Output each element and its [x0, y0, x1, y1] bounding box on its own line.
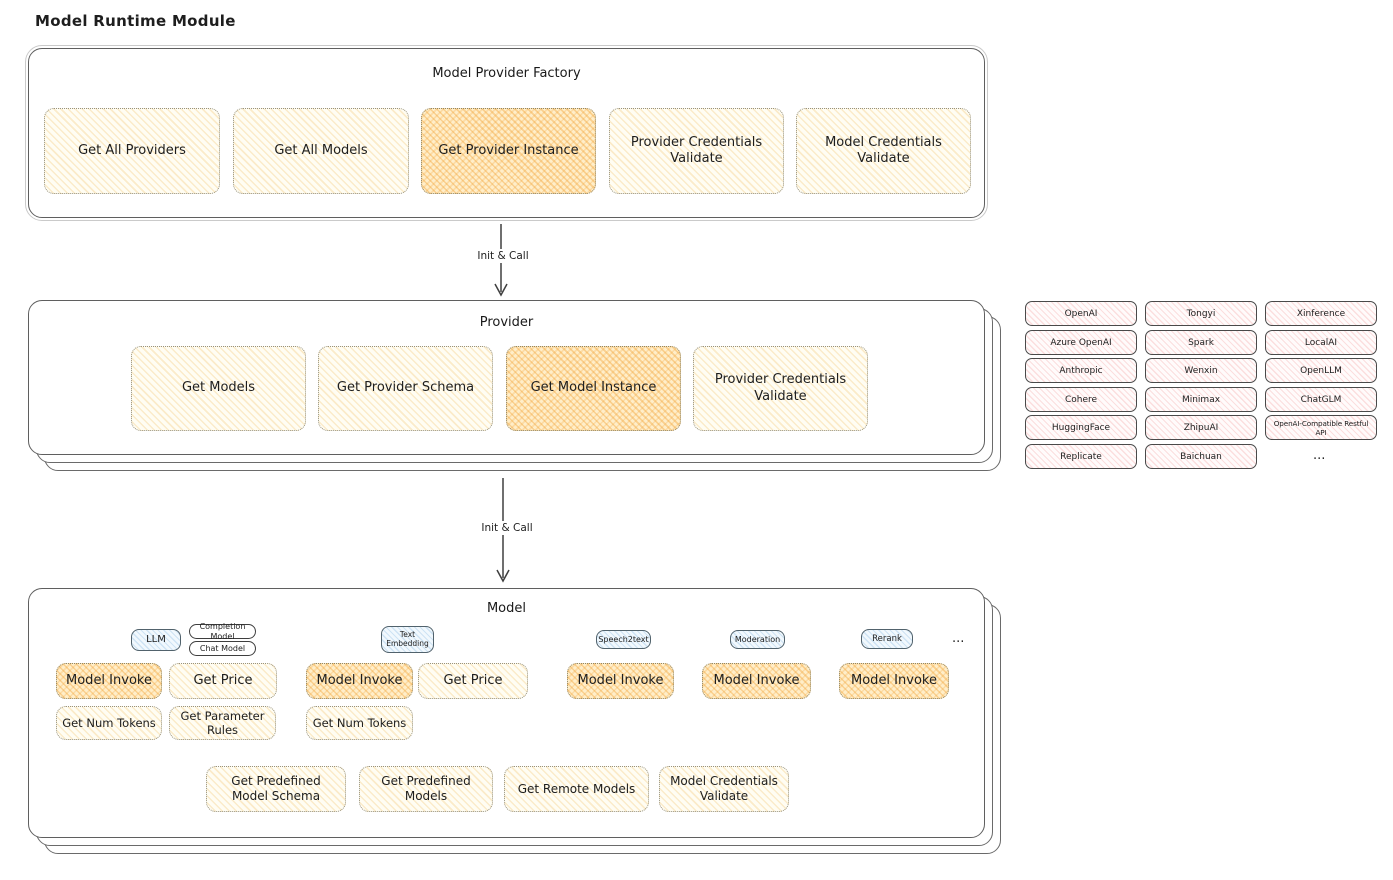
node-get-provider-schema: Get Provider Schema — [318, 346, 493, 431]
provider-chip-azure-openai: Azure OpenAI — [1025, 330, 1137, 355]
node-embedding-model-invoke: Model Invoke — [306, 663, 413, 699]
node-llm-get-parameter-rules: Get Parameter Rules — [169, 706, 276, 740]
provider-chip-openai: OpenAI — [1025, 301, 1137, 326]
provider-chip-anthropic: Anthropic — [1025, 358, 1137, 383]
model-box: Model LLM Completion Model Chat Model Te… — [28, 588, 985, 838]
node-get-remote-models: Get Remote Models — [504, 766, 649, 812]
provider-chip-zhipuai: ZhipuAI — [1145, 415, 1257, 440]
node-llm-model-invoke: Model Invoke — [56, 663, 162, 699]
node-get-model-instance: Get Model Instance — [506, 346, 681, 431]
provider-chip-baichuan: Baichuan — [1145, 444, 1257, 469]
pill-chat-model: Chat Model — [189, 641, 256, 656]
node-provider-credentials-validate: Provider Credentials Validate — [609, 108, 784, 194]
node-get-all-models: Get All Models — [233, 108, 409, 194]
node-llm-get-num-tokens: Get Num Tokens — [56, 706, 162, 740]
provider-chip-replicate: Replicate — [1025, 444, 1137, 469]
model-title: Model — [486, 601, 527, 616]
provider-chip-spark: Spark — [1145, 330, 1257, 355]
provider-chip-minimax: Minimax — [1145, 387, 1257, 412]
page-title: Model Runtime Module — [35, 12, 236, 30]
node-get-all-providers: Get All Providers — [44, 108, 220, 194]
node-embedding-get-num-tokens: Get Num Tokens — [306, 706, 413, 740]
provider-title: Provider — [479, 315, 534, 330]
node-model-credentials-validate-2: Model Credentials Validate — [659, 766, 789, 812]
providers-more-ellipsis: ... — [1313, 448, 1326, 463]
model-types-more-ellipsis: ... — [952, 631, 965, 646]
pill-text-embedding: Text Embedding — [381, 626, 434, 653]
provider-chip-chatglm: ChatGLM — [1265, 387, 1377, 412]
provider-chip-wenxin: Wenxin — [1145, 358, 1257, 383]
node-model-credentials-validate: Model Credentials Validate — [796, 108, 971, 194]
node-rerank-model-invoke: Model Invoke — [839, 663, 949, 699]
node-speech2text-model-invoke: Model Invoke — [567, 663, 674, 699]
node-get-models: Get Models — [131, 346, 306, 431]
arrow2-label: Init & Call — [470, 521, 544, 535]
provider-chip-huggingface: HuggingFace — [1025, 415, 1137, 440]
pill-completion-model: Completion Model — [189, 622, 256, 641]
model-provider-factory-box: Model Provider Factory Get All Providers… — [24, 44, 989, 222]
node-get-provider-instance: Get Provider Instance — [421, 108, 596, 194]
provider-chip-cohere: Cohere — [1025, 387, 1137, 412]
pill-llm: LLM — [131, 629, 181, 651]
provider-chip-localai: LocalAI — [1265, 330, 1377, 355]
node-llm-get-price: Get Price — [169, 663, 277, 699]
factory-title: Model Provider Factory — [432, 66, 581, 81]
pill-moderation: Moderation — [730, 630, 785, 649]
provider-box: Provider Get Models Get Provider Schema … — [28, 300, 985, 455]
provider-chip-openai-compatible: OpenAI-Compatible Restful API — [1265, 415, 1377, 440]
pill-rerank: Rerank — [861, 629, 913, 649]
arrow1-label: Init & Call — [466, 249, 540, 263]
node-get-predefined-models: Get Predefined Models — [359, 766, 493, 812]
provider-chip-tongyi: Tongyi — [1145, 301, 1257, 326]
provider-chip-openllm: OpenLLM — [1265, 358, 1377, 383]
node-embedding-get-price: Get Price — [418, 663, 528, 699]
node-provider-credentials-validate-2: Provider Credentials Validate — [693, 346, 868, 431]
provider-chip-xinference: Xinference — [1265, 301, 1377, 326]
node-get-predefined-model-schema: Get Predefined Model Schema — [206, 766, 346, 812]
pill-speech2text: Speech2text — [596, 630, 651, 649]
node-moderation-model-invoke: Model Invoke — [702, 663, 811, 699]
